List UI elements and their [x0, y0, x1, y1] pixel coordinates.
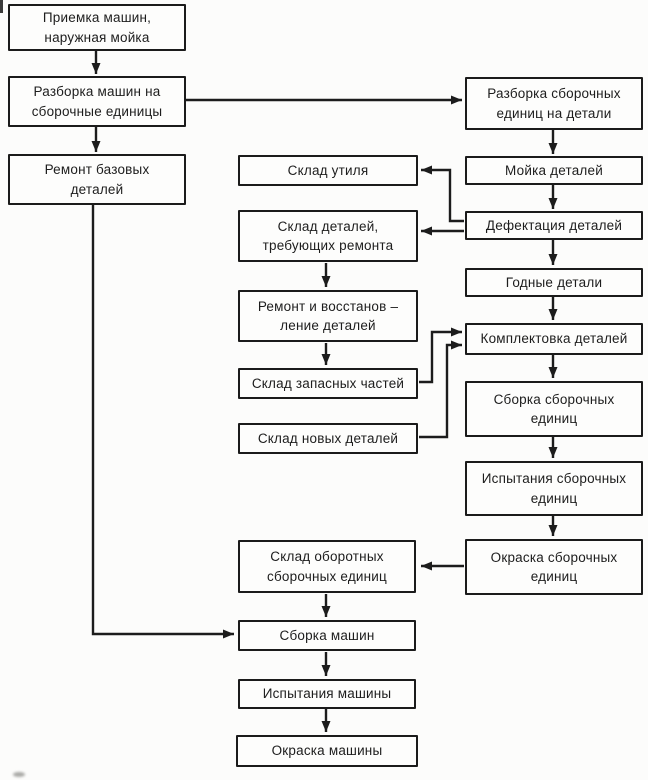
node-label: Испытания машины: [262, 686, 392, 702]
node-godnye-detali: Годные детали: [465, 268, 643, 297]
node-razborka-mashin: Разборка машин на сборочные единицы: [8, 76, 186, 127]
node-label: Разборка машин на сборочные единицы: [31, 84, 163, 119]
node-label: Склад оборотных сборочных единиц: [267, 549, 387, 584]
node-sborka-mashin: Сборка машин: [238, 620, 416, 651]
node-sklad-oborotnyh: Склад оборотных сборочных единиц: [238, 540, 416, 593]
node-priemka-mashin: Приемка машин, наружная мойка: [8, 4, 186, 51]
node-ispytaniya-mashiny: Испытания машины: [238, 679, 416, 709]
node-sklad-zapasnyh: Склад запасных частей: [238, 368, 418, 399]
node-defektatsiya: Дефектация деталей: [465, 211, 643, 240]
node-label: Приемка машин, наружная мойка: [42, 10, 152, 45]
node-sklad-detaley-remont: Склад деталей, требующих ремонта: [238, 210, 418, 262]
node-remont-bazovyh: Ремонт базовых деталей: [8, 154, 186, 205]
node-label: Склад новых деталей: [257, 430, 399, 446]
node-label: Годные детали: [505, 274, 603, 290]
node-label: Ремонт базовых деталей: [44, 162, 150, 197]
node-ispytaniya-edinits: Испытания сборочных единиц: [465, 461, 643, 516]
node-sborka-edinits: Сборка сборочных единиц: [465, 381, 643, 437]
node-label: Окраска сборочных единиц: [490, 549, 618, 584]
node-okraska-mashiny: Окраска машины: [236, 735, 418, 767]
node-label: Дефектация деталей: [485, 217, 623, 233]
node-label: Испытания сборочных единиц: [481, 471, 627, 506]
node-okraska-edinits: Окраска сборочных единиц: [465, 539, 643, 595]
node-remont-vosstanovlenie: Ремонт и восстанов – ление деталей: [238, 290, 418, 342]
node-label: Склад запасных частей: [251, 375, 405, 391]
node-razborka-edinits: Разборка сборочных единиц на детали: [465, 77, 643, 130]
node-label: Склад утиля: [287, 162, 369, 178]
node-moyka-detaley: Мойка деталей: [465, 156, 643, 185]
node-sklad-novyh: Склад новых деталей: [238, 423, 418, 454]
node-label: Сборка сборочных единиц: [493, 391, 615, 426]
scan-artifact-top-left: [0, 0, 3, 13]
edge-sklad-novyh-komplektovka: [419, 340, 462, 439]
scan-artifact-bottom-left: [13, 772, 25, 777]
edge-defektatsiya-sklad-utilya: [421, 165, 464, 223]
node-label: Сборка машин: [279, 627, 375, 643]
node-label: Разборка сборочных единиц на детали: [487, 86, 621, 121]
node-label: Комплектовка деталей: [480, 331, 628, 347]
node-label: Мойка деталей: [505, 162, 603, 178]
node-label: Ремонт и восстанов – ление деталей: [257, 298, 399, 333]
node-komplektovka: Комплектовка деталей: [465, 323, 643, 355]
node-sklad-utilya: Склад утиля: [238, 155, 418, 186]
node-label: Окраска машины: [271, 743, 383, 759]
edge-remont-bazovyh-sborka-mashin: [91, 205, 234, 639]
edge-sklad-zapasnyh-komplektovka: [419, 327, 462, 384]
node-label: Склад деталей, требующих ремонта: [262, 218, 394, 253]
